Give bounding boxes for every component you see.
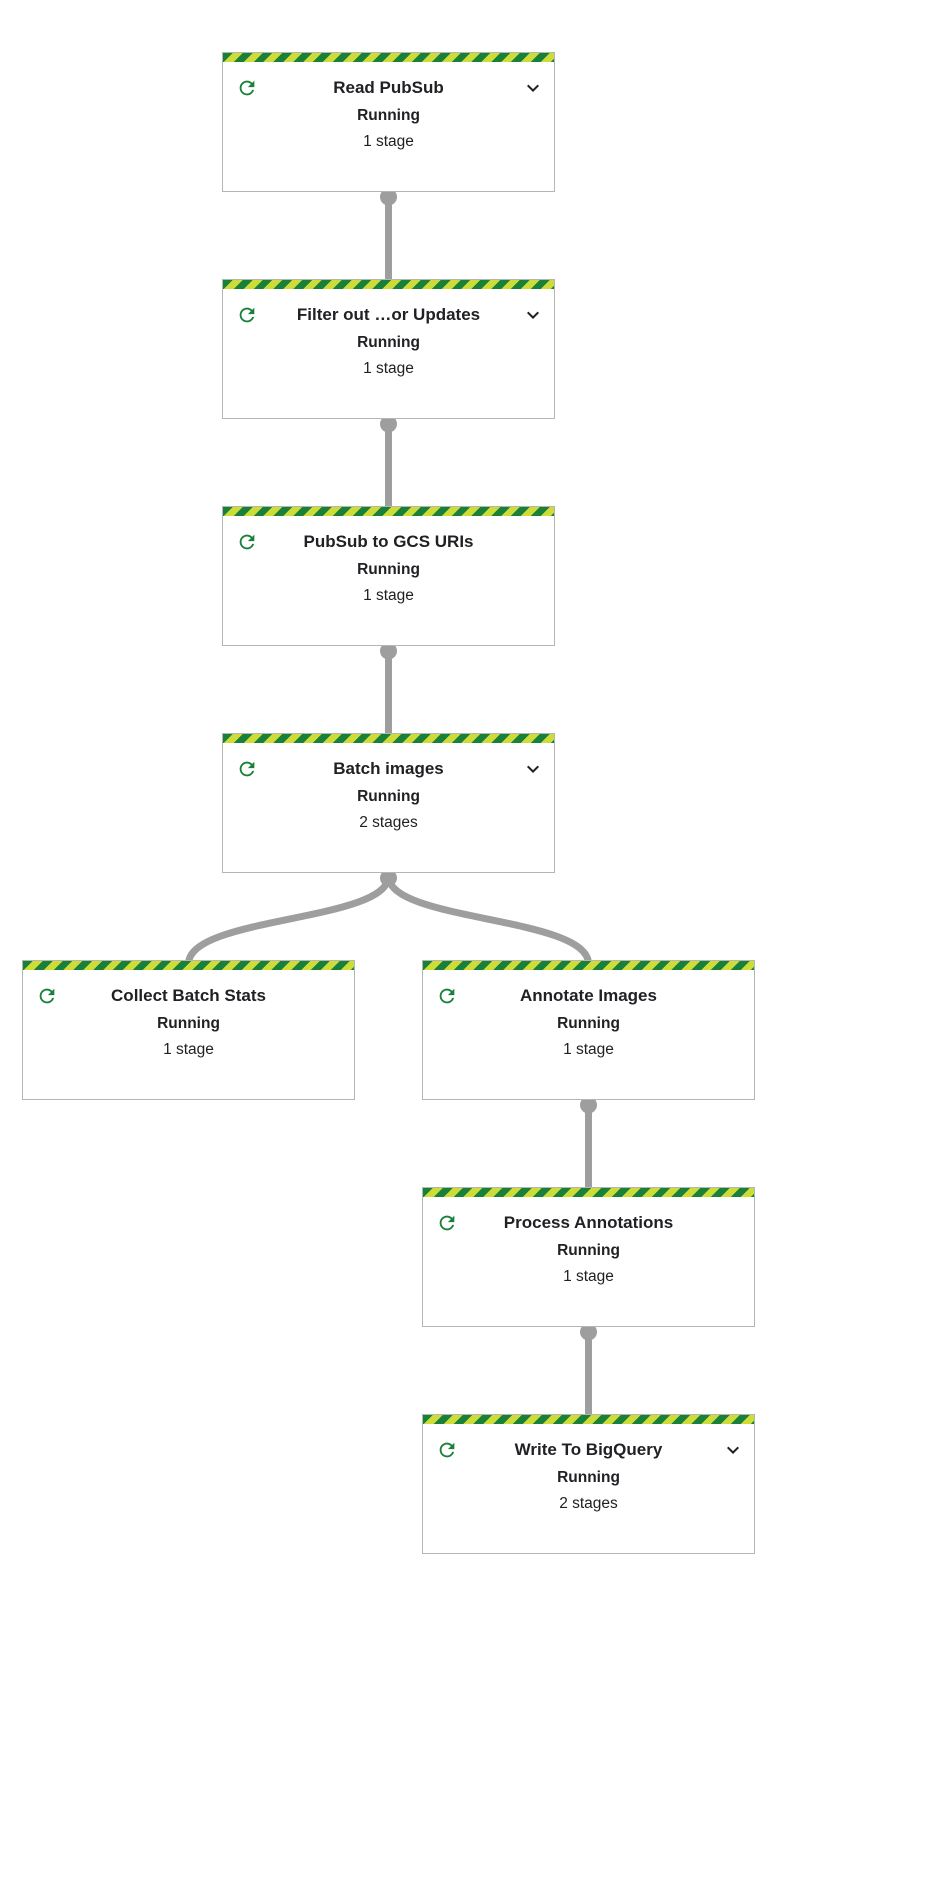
running-stripe: [423, 1188, 754, 1197]
node-status: Running: [157, 1015, 220, 1032]
node-stage-count: 2 stages: [359, 814, 418, 831]
running-spinner-icon: [236, 304, 258, 326]
running-stripe: [223, 280, 554, 289]
edge-connector-dot: [380, 642, 397, 660]
running-stripe: [23, 961, 354, 970]
node-stage-count: 1 stage: [363, 587, 414, 604]
edge-connector-dot: [580, 1323, 597, 1341]
running-spinner-icon: [436, 1212, 458, 1234]
node-stage-count: 2 stages: [559, 1495, 618, 1512]
graph-node-read-pubsub[interactable]: Read PubSub Running 1 stage: [222, 52, 555, 192]
node-stage-count: 1 stage: [563, 1268, 614, 1285]
node-status: Running: [557, 1469, 620, 1486]
chevron-down-icon[interactable]: [521, 76, 545, 100]
graph-node-filter-out-updates[interactable]: Filter out …or Updates Running 1 stage: [222, 279, 555, 419]
node-title: Annotate Images: [520, 986, 657, 1005]
chevron-down-icon[interactable]: [721, 1438, 745, 1462]
node-status: Running: [357, 788, 420, 805]
edge-batch-to-collect: [185, 875, 392, 965]
node-title: Process Annotations: [503, 1213, 674, 1232]
running-spinner-icon: [436, 1439, 458, 1461]
node-status: Running: [357, 561, 420, 578]
graph-node-batch-images[interactable]: Batch images Running 2 stages: [222, 733, 555, 873]
edge-batch-to-annotate: [385, 875, 592, 965]
node-title: Write To BigQuery: [514, 1440, 663, 1459]
graph-node-collect-batch-stats[interactable]: Collect Batch Stats Running 1 stage: [22, 960, 355, 1100]
graph-node-write-to-bigquery[interactable]: Write To BigQuery Running 2 stages: [422, 1414, 755, 1554]
edge-connector-dot: [380, 415, 397, 433]
node-title: Batch images: [333, 759, 444, 778]
node-title: Filter out …or Updates: [296, 305, 481, 324]
running-stripe: [223, 734, 554, 743]
running-stripe: [223, 53, 554, 62]
graph-node-pubsub-to-gcs-uris[interactable]: PubSub to GCS URIs Running 1 stage: [222, 506, 555, 646]
edge-connector-dot: [380, 188, 397, 206]
running-stripe: [423, 1415, 754, 1424]
node-status: Running: [557, 1015, 620, 1032]
node-title: Collect Batch Stats: [111, 986, 266, 1005]
node-title: Read PubSub: [333, 78, 444, 97]
chevron-down-icon[interactable]: [521, 303, 545, 327]
running-spinner-icon: [236, 77, 258, 99]
running-spinner-icon: [36, 985, 58, 1007]
graph-node-process-annotations[interactable]: Process Annotations Running 1 stage: [422, 1187, 755, 1327]
running-stripe: [423, 961, 754, 970]
node-stage-count: 1 stage: [363, 360, 414, 377]
edge-connector-dot: [580, 1096, 597, 1114]
edge-connector-dot: [380, 869, 397, 887]
node-status: Running: [357, 334, 420, 351]
chevron-down-icon[interactable]: [521, 757, 545, 781]
running-spinner-icon: [236, 531, 258, 553]
node-status: Running: [557, 1242, 620, 1259]
graph-node-annotate-images[interactable]: Annotate Images Running 1 stage: [422, 960, 755, 1100]
node-stage-count: 1 stage: [163, 1041, 214, 1058]
running-stripe: [223, 507, 554, 516]
node-stage-count: 1 stage: [563, 1041, 614, 1058]
running-spinner-icon: [436, 985, 458, 1007]
node-status: Running: [357, 107, 420, 124]
node-stage-count: 1 stage: [363, 133, 414, 150]
running-spinner-icon: [236, 758, 258, 780]
node-title: PubSub to GCS URIs: [303, 532, 474, 551]
